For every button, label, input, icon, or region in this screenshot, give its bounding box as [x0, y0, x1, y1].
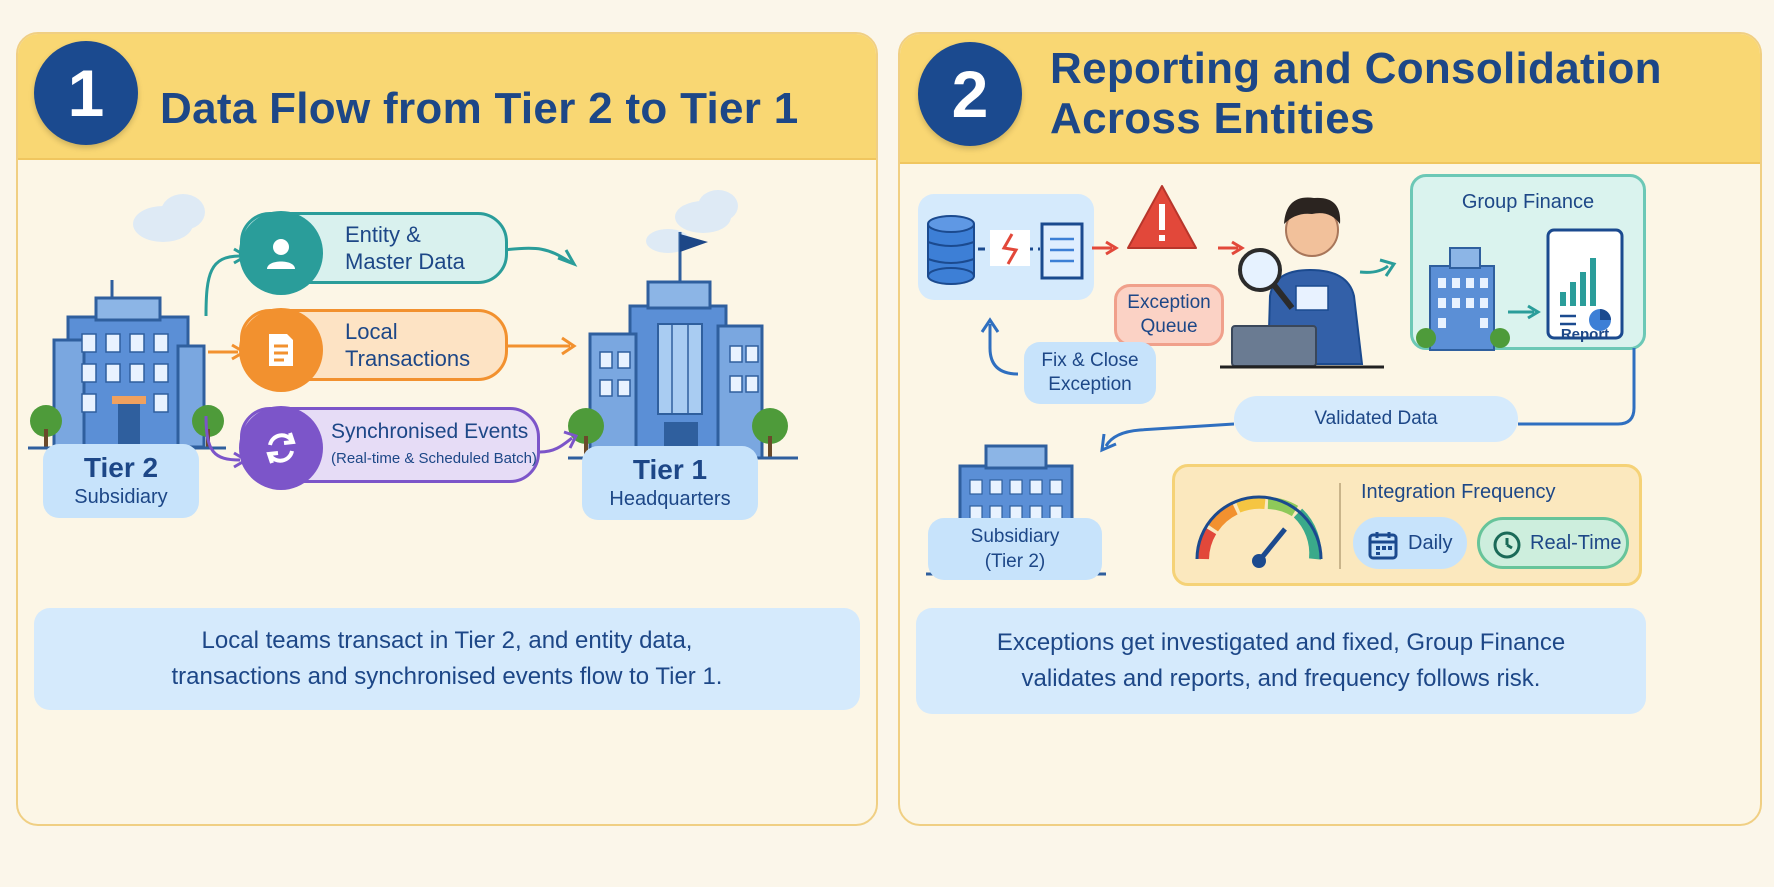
panel-header: 1 Data Flow from Tier 2 to Tier 1 — [18, 34, 876, 160]
tier1-building-icon — [568, 232, 798, 460]
flow-label-line2: (Real-time & Scheduled Batch) — [331, 450, 537, 467]
tier2-label: Tier 2 Subsidiary — [43, 444, 199, 518]
frequency-title: Integration Frequency — [1361, 481, 1556, 503]
cloud-icon — [133, 190, 738, 253]
panel-caption: Local teams transact in Tier 2, and enti… — [34, 608, 860, 710]
flow-label-line1: Entity & — [345, 222, 421, 247]
reporting-panel: 2 Reporting and Consolidation Across Ent… — [898, 32, 1762, 826]
panel-caption: Exceptions get investigated and fixed, G… — [916, 608, 1646, 714]
panel-title: Data Flow from Tier 2 to Tier 1 — [160, 84, 799, 133]
realtime-chip: Real-Time — [1477, 517, 1629, 569]
calendar-icon — [1368, 532, 1398, 560]
flow-label-line2: Transactions — [345, 346, 471, 371]
gauge-icon — [1195, 495, 1323, 568]
flow-label-line1: Local — [345, 319, 398, 344]
clock-icon — [1493, 531, 1521, 559]
step-number-badge: 1 — [34, 41, 138, 145]
database-icon — [927, 215, 975, 285]
flow-label-line1: Synchronised Events — [331, 420, 529, 443]
user-icon — [239, 211, 323, 295]
tier1-label: Tier 1 Headquarters — [582, 446, 758, 520]
integration-frequency-box: Integration Frequency Daily Real-Time — [1172, 464, 1642, 586]
step-number-badge: 2 — [918, 42, 1022, 146]
divider — [1339, 483, 1341, 569]
exception-queue: Exception Queue — [1114, 284, 1224, 346]
report-label: Report — [1560, 326, 1610, 343]
flow-label-line2: Master Data — [345, 249, 465, 274]
data-flow-panel: 1 Data Flow from Tier 2 to Tier 1 — [16, 32, 878, 826]
report-icon — [1546, 228, 1624, 340]
finance-building-icon — [1416, 247, 1510, 351]
analyst-person-icon — [1220, 197, 1384, 369]
fix-close-label: Fix & Close Exception — [1024, 342, 1156, 404]
subsidiary-label: Subsidiary (Tier 2) — [928, 518, 1102, 580]
flow-local-transactions: Local Transactions — [239, 308, 508, 392]
file-icon — [1040, 222, 1084, 280]
sync-icon — [239, 406, 323, 490]
flow-entity-master-data: Entity & Master Data — [239, 211, 508, 295]
tier2-building-icon — [28, 280, 226, 450]
magnifier-icon — [1238, 248, 1295, 310]
panel-title: Reporting and Consolidation Across Entit… — [1050, 44, 1662, 143]
flow-synchronised-events: Synchronised Events (Real-time & Schedul… — [239, 406, 540, 490]
daily-chip: Daily — [1353, 517, 1467, 569]
group-finance-label: Group Finance — [1461, 191, 1595, 213]
panel-header: 2 Reporting and Consolidation Across Ent… — [900, 34, 1760, 164]
broken-link-icon — [1001, 233, 1019, 265]
warning-icon — [1127, 185, 1197, 249]
document-icon — [239, 308, 323, 392]
validated-data-label: Validated Data — [1234, 396, 1518, 442]
